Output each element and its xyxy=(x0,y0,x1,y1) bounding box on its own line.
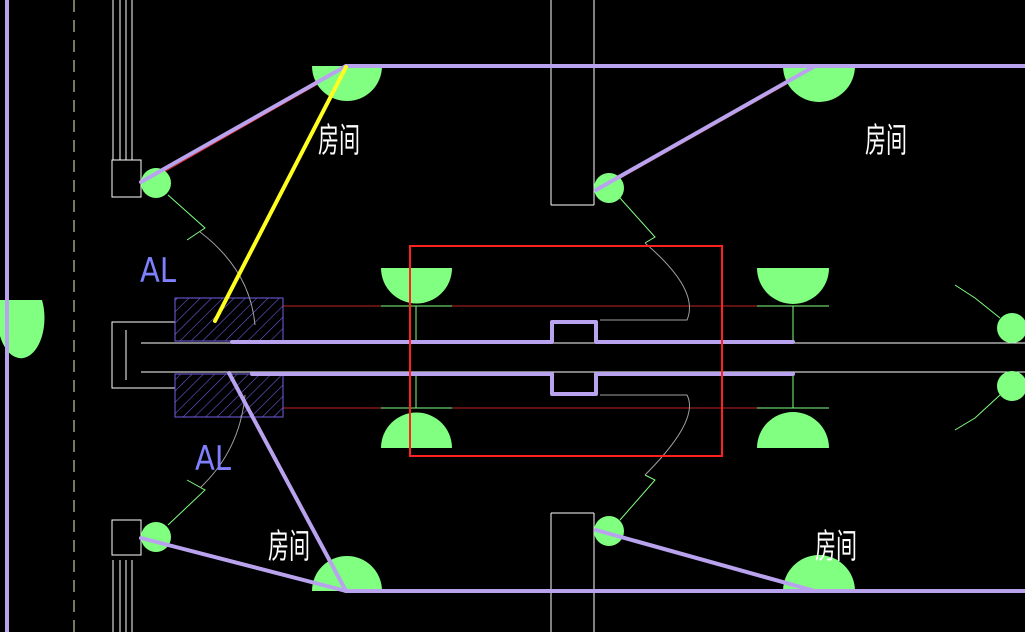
wire[interactable] xyxy=(139,536,348,593)
switch-icon[interactable] xyxy=(997,371,1025,401)
lamp-icon[interactable] xyxy=(783,66,855,102)
lamp-icon[interactable] xyxy=(381,412,452,449)
room-label: 房间 xyxy=(268,527,310,567)
labels: 房间 房间 房间 房间 AL AL xyxy=(140,121,907,567)
lamp-icon[interactable] xyxy=(381,268,452,304)
lamp-icon[interactable] xyxy=(312,66,382,101)
wire[interactable] xyxy=(594,528,817,593)
room-label: 房间 xyxy=(865,121,907,161)
room-label: 房间 xyxy=(318,121,360,161)
wire[interactable] xyxy=(227,371,348,593)
panel-label: AL xyxy=(140,251,176,291)
panel-label: AL xyxy=(195,439,231,479)
wiring[interactable] xyxy=(5,0,1025,632)
panel-upper[interactable] xyxy=(174,297,284,342)
lamp-icon[interactable] xyxy=(757,411,829,448)
distribution-panels[interactable] xyxy=(174,297,284,418)
highlighted-wire[interactable] xyxy=(213,65,348,323)
lamp-icon[interactable] xyxy=(0,300,45,359)
wire[interactable] xyxy=(230,320,795,344)
lamp-icon[interactable] xyxy=(312,556,382,591)
switch-icon[interactable] xyxy=(997,313,1025,343)
switch-icon[interactable] xyxy=(141,522,171,552)
switch-icon[interactable] xyxy=(594,516,624,546)
lamp-icon[interactable] xyxy=(783,555,855,591)
lamps[interactable] xyxy=(0,66,1025,591)
wire[interactable] xyxy=(139,64,348,184)
lamp-icon[interactable] xyxy=(757,268,829,304)
panel-lower[interactable] xyxy=(174,373,284,418)
wire[interactable] xyxy=(250,372,795,396)
room-label: 房间 xyxy=(815,527,857,567)
selection-box[interactable] xyxy=(409,245,723,457)
lamp-leaders xyxy=(167,194,1001,526)
wire[interactable] xyxy=(594,64,817,192)
